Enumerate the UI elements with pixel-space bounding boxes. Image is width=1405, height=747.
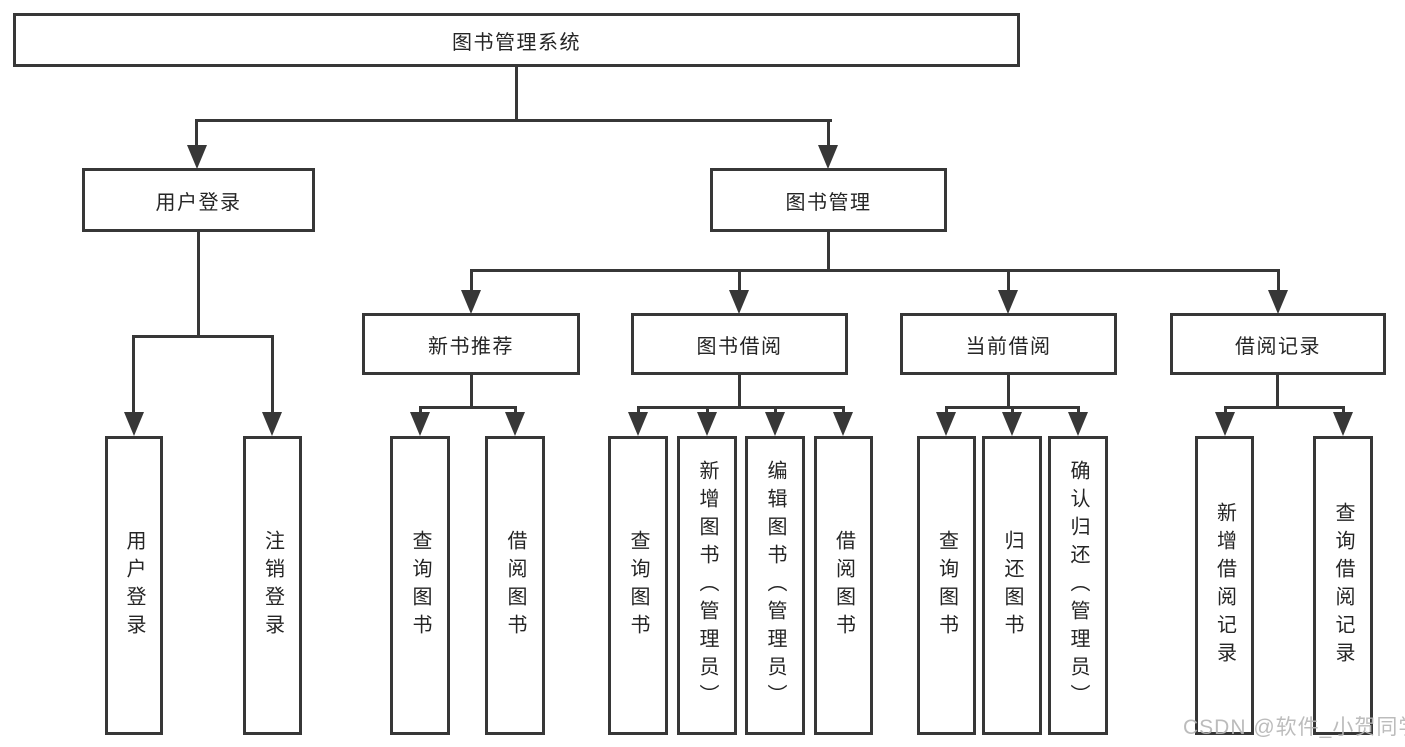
down-arrowhead-icon	[124, 412, 144, 436]
node-current-borrowing-label: 当前借阅	[965, 335, 1052, 358]
leaf-query-books-recommend-label: 查询图书	[409, 529, 431, 642]
down-arrowhead-icon	[262, 412, 282, 436]
leaf-logout: 注销登录	[243, 436, 302, 735]
down-arrowhead-icon	[410, 412, 430, 436]
connector-line	[706, 406, 709, 414]
connector-line	[195, 119, 198, 147]
node-current-borrowing: 当前借阅	[900, 313, 1117, 375]
node-borrowing-records-label: 借阅记录	[1235, 335, 1321, 358]
leaf-add-borrow-record: 新增借阅记录	[1195, 436, 1254, 735]
down-arrowhead-icon	[697, 412, 717, 436]
leaf-borrow-books-borrowing-label: 借阅图书	[832, 529, 855, 642]
leaf-return-books-label: 归还图书	[1001, 529, 1023, 642]
down-arrowhead-icon	[833, 412, 853, 436]
down-arrowhead-icon	[628, 412, 648, 436]
connector-line	[1224, 406, 1227, 414]
connector-line	[637, 406, 640, 414]
leaf-edit-book-admin: 编辑图书（管理员）	[745, 436, 805, 735]
connector-line	[196, 119, 832, 122]
leaf-user-login: 用户登录	[105, 436, 163, 735]
node-new-book-recommendation-label: 新书推荐	[428, 335, 514, 358]
connector-line	[738, 269, 741, 292]
down-arrowhead-icon	[936, 412, 956, 436]
leaf-borrow-books-recommend-label: 借阅图书	[504, 529, 526, 642]
node-user-login-label: 用户登录	[155, 191, 242, 214]
connector-line	[1011, 406, 1014, 414]
down-arrowhead-icon	[1002, 412, 1022, 436]
connector-line	[774, 406, 777, 414]
down-arrowhead-icon	[505, 412, 525, 436]
connector-line	[419, 406, 422, 414]
connector-line	[738, 375, 741, 408]
leaf-query-books-current-label: 查询图书	[935, 529, 958, 642]
node-library-system: 图书管理系统	[13, 13, 1020, 67]
connector-line	[1224, 406, 1344, 409]
leaf-query-books-borrowing: 查询图书	[608, 436, 668, 735]
node-borrowing-records: 借阅记录	[1170, 313, 1386, 375]
connector-line	[945, 406, 948, 414]
connector-line	[470, 269, 473, 292]
node-book-borrowing: 图书借阅	[631, 313, 848, 375]
leaf-query-books-recommend: 查询图书	[390, 436, 450, 735]
node-library-system-label: 图书管理系统	[452, 31, 581, 54]
leaf-add-book-admin-label: 新增图书（管理员）	[696, 459, 718, 712]
connector-line	[132, 335, 135, 414]
leaf-confirm-return-admin-label: 确认归还（管理员）	[1067, 459, 1089, 712]
connector-line	[1007, 269, 1010, 292]
leaf-query-books-current: 查询图书	[917, 436, 976, 735]
leaf-edit-book-admin-label: 编辑图书（管理员）	[764, 459, 786, 712]
down-arrowhead-icon	[1068, 412, 1088, 436]
connector-line	[514, 406, 517, 414]
csdn-watermark: CSDN @软件_小贺同学	[1183, 716, 1405, 739]
down-arrowhead-icon	[1333, 412, 1353, 436]
connector-line	[1077, 406, 1080, 414]
node-user-login: 用户登录	[82, 168, 315, 232]
leaf-user-login-label: 用户登录	[123, 529, 145, 642]
connector-line	[827, 119, 830, 147]
leaf-query-borrow-records: 查询借阅记录	[1313, 436, 1373, 735]
connector-line	[1276, 375, 1279, 408]
leaf-add-book-admin: 新增图书（管理员）	[677, 436, 737, 735]
down-arrowhead-icon	[461, 290, 481, 314]
connector-line	[827, 232, 830, 271]
connector-line	[470, 269, 1279, 272]
connector-line	[197, 232, 200, 337]
connector-line	[637, 406, 845, 409]
connector-line	[132, 335, 274, 338]
down-arrowhead-icon	[765, 412, 785, 436]
leaf-return-books: 归还图书	[982, 436, 1042, 735]
node-new-book-recommendation: 新书推荐	[362, 313, 580, 375]
leaf-confirm-return-admin: 确认归还（管理员）	[1048, 436, 1108, 735]
node-book-management: 图书管理	[710, 168, 947, 232]
connector-line	[842, 406, 845, 414]
connector-line	[419, 406, 516, 409]
leaf-add-borrow-record-label: 新增借阅记录	[1213, 501, 1236, 670]
node-book-management-label: 图书管理	[785, 191, 872, 214]
down-arrowhead-icon	[1215, 412, 1235, 436]
down-arrowhead-icon	[1268, 290, 1288, 314]
down-arrowhead-icon	[187, 145, 207, 169]
node-book-borrowing-label: 图书借阅	[696, 335, 783, 358]
leaf-query-books-borrowing-label: 查询图书	[627, 529, 649, 642]
connector-line	[271, 335, 274, 414]
down-arrowhead-icon	[729, 290, 749, 314]
connector-line	[1342, 406, 1345, 414]
down-arrowhead-icon	[818, 145, 838, 169]
down-arrowhead-icon	[998, 290, 1018, 314]
connector-line	[470, 375, 473, 408]
connector-line	[1007, 375, 1010, 408]
connector-line	[1277, 269, 1280, 292]
connector-line	[515, 65, 518, 121]
leaf-borrow-books-borrowing: 借阅图书	[814, 436, 873, 735]
leaf-logout-label: 注销登录	[261, 529, 284, 642]
leaf-query-borrow-records-label: 查询借阅记录	[1332, 501, 1354, 670]
leaf-borrow-books-recommend: 借阅图书	[485, 436, 545, 735]
